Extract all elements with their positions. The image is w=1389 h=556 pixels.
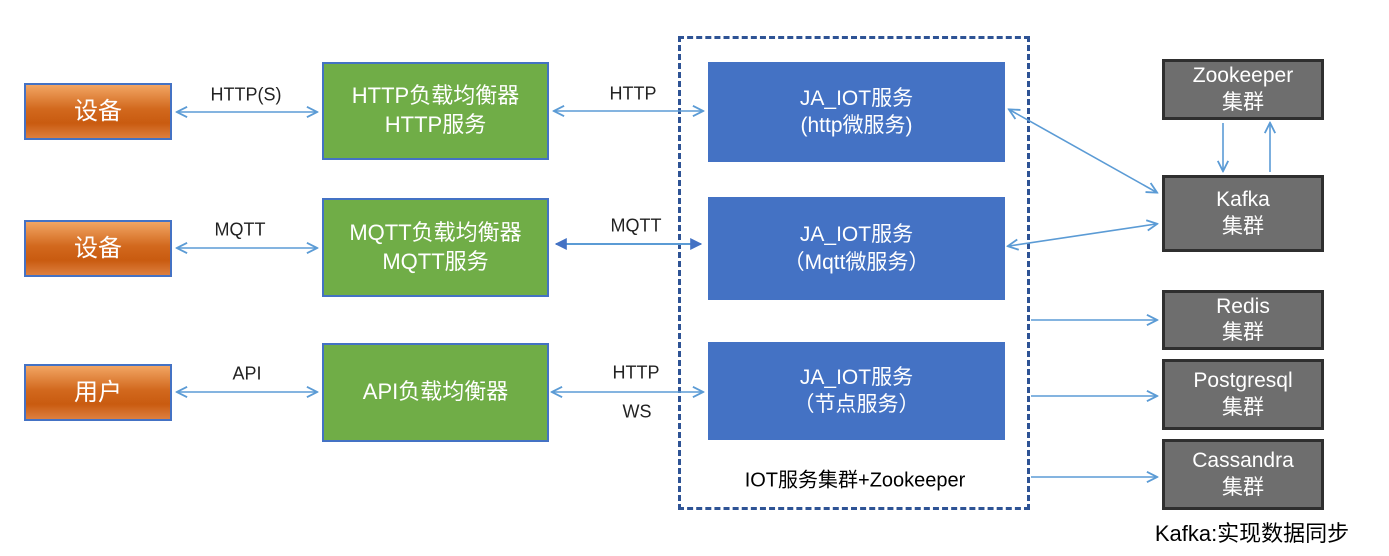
- edge-label-ws-row3: WS: [622, 401, 652, 422]
- node-zookeeper-line2: 集群: [1222, 90, 1264, 114]
- node-redis-line2: 集群: [1222, 321, 1264, 344]
- node-api-lb-line1: API负载均衡器: [362, 379, 509, 405]
- node-user: 用户: [24, 364, 172, 421]
- node-kafka-line2: 集群: [1222, 214, 1264, 238]
- node-postgresql-cluster: Postgresql 集群: [1162, 359, 1324, 430]
- node-http-load-balancer: HTTP负载均衡器 HTTP服务: [322, 62, 549, 160]
- node-redis-line1: Redis: [1216, 294, 1270, 318]
- node-ja-iot-http-line2: (http微服务): [800, 114, 913, 137]
- node-ja-iot-mqtt-line2: （Mqtt微服务）: [783, 250, 930, 274]
- iot-cluster-container: [678, 36, 1030, 510]
- node-mqtt-lb-line2: MQTT服务: [382, 248, 489, 274]
- node-user-label: 用户: [74, 378, 122, 406]
- iot-cluster-caption: IOT服务集群+Zookeeper: [744, 469, 966, 492]
- node-device-1-label: 设备: [74, 97, 122, 125]
- node-kafka-cluster: Kafka 集群: [1162, 175, 1324, 252]
- node-api-load-balancer: API负载均衡器: [322, 343, 549, 442]
- node-zookeeper-line1: Zookeeper: [1192, 64, 1294, 88]
- edge-label-http-row1: HTTP: [609, 83, 657, 104]
- node-device-2: 设备: [24, 220, 172, 277]
- edge-label-api: API: [232, 363, 262, 384]
- node-mqtt-lb-line1: MQTT负载均衡器: [349, 219, 522, 245]
- node-ja-iot-http-service: JA_IOT服务 (http微服务): [708, 62, 1005, 162]
- edge-label-mqtt-left: MQTT: [214, 219, 266, 240]
- edge-label-http-row3: HTTP: [612, 362, 660, 383]
- node-redis-cluster: Redis 集群: [1162, 290, 1324, 350]
- node-ja-iot-http-line1: JA_IOT服务: [799, 86, 914, 110]
- node-zookeeper-cluster: Zookeeper 集群: [1162, 59, 1324, 120]
- node-postgresql-line1: Postgresql: [1193, 369, 1293, 393]
- node-postgresql-line2: 集群: [1222, 395, 1264, 419]
- edge-label-https: HTTP(S): [210, 84, 282, 105]
- node-http-lb-line2: HTTP服务: [384, 112, 487, 137]
- node-ja-iot-mqtt-line1: JA_IOT服务: [799, 223, 914, 247]
- kafka-sync-note: Kafka:实现数据同步: [1154, 521, 1350, 546]
- node-device-2-label: 设备: [74, 234, 122, 262]
- node-ja-iot-node-line2: （节点服务）: [793, 393, 920, 416]
- node-cassandra-line2: 集群: [1222, 475, 1264, 499]
- node-kafka-line1: Kafka: [1216, 188, 1270, 212]
- node-http-lb-line1: HTTP负载均衡器: [351, 83, 520, 109]
- node-device-1: 设备: [24, 83, 172, 140]
- node-ja-iot-node-line1: JA_IOT服务: [799, 365, 914, 389]
- node-cassandra-line1: Cassandra: [1192, 449, 1294, 473]
- edge-label-mqtt-mid: MQTT: [610, 215, 662, 236]
- node-cassandra-cluster: Cassandra 集群: [1162, 439, 1324, 510]
- node-ja-iot-node-service: JA_IOT服务 （节点服务）: [708, 342, 1005, 440]
- node-mqtt-load-balancer: MQTT负载均衡器 MQTT服务: [322, 198, 549, 297]
- node-ja-iot-mqtt-service: JA_IOT服务 （Mqtt微服务）: [708, 197, 1005, 300]
